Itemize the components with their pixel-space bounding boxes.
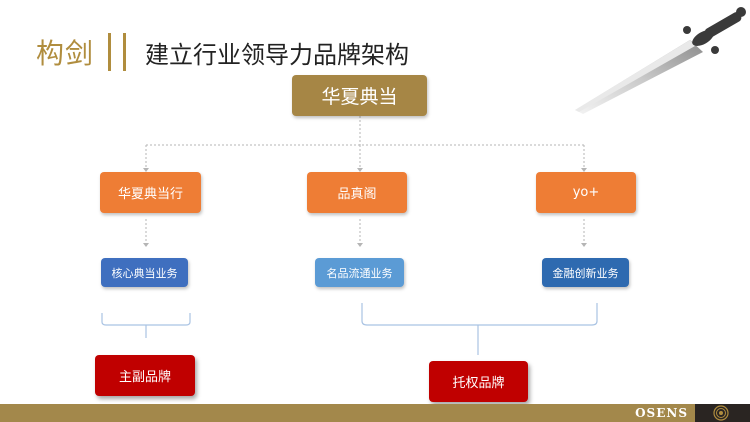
spiral-logo-icon bbox=[713, 405, 729, 421]
root-node: 华夏典当 bbox=[292, 75, 427, 116]
node-main-sub-brand: 主副品牌 bbox=[95, 355, 195, 396]
title-divider-left bbox=[108, 33, 111, 71]
title-divider-right bbox=[123, 33, 126, 71]
node-entrusted-brand: 托权品牌 bbox=[429, 361, 528, 402]
title-main: 构剑 bbox=[36, 37, 95, 70]
footer-bar: OSENS bbox=[0, 404, 750, 422]
node-pinzhenge: 品真阁 bbox=[307, 172, 407, 213]
page-title: 建立行业领导力品牌架构 bbox=[145, 41, 409, 69]
node-core-pawn-business: 核心典当业务 bbox=[101, 258, 188, 287]
node-financial-innovation-business: 金融创新业务 bbox=[542, 258, 629, 287]
sword-icon bbox=[575, 7, 746, 114]
node-yo-plus: yo+ bbox=[536, 172, 636, 213]
footer-logo-block bbox=[695, 404, 750, 422]
node-luxury-circulation-business: 名品流通业务 bbox=[315, 258, 404, 287]
brand-logo-text: OSENS bbox=[635, 406, 688, 420]
node-huaxia-pawnshop: 华夏典当行 bbox=[100, 172, 201, 213]
